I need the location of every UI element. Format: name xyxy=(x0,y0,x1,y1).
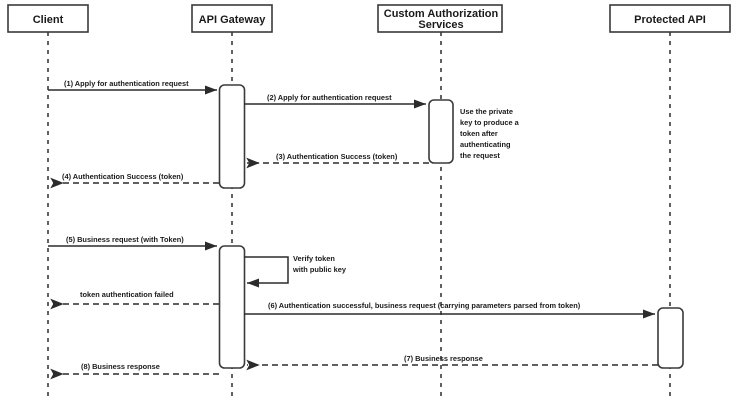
participant-label-custom-auth-line1: Custom Authorization xyxy=(384,8,499,20)
lifelines-layer xyxy=(47,32,671,398)
message-2[interactable]: (2) Apply for authentication request xyxy=(244,93,426,109)
message-8-label: (8) Business response xyxy=(81,362,160,371)
participant-box-protected-api[interactable] xyxy=(609,4,731,33)
self-message-verify-token-arrow xyxy=(244,256,289,288)
note-private-key-line3: token after xyxy=(460,129,498,138)
note-private-key-line2: key to produce a xyxy=(460,118,520,127)
message-5[interactable]: (5) Business request (with Token) xyxy=(48,235,217,251)
note-private-key: Use the private key to produce a token a… xyxy=(460,107,520,160)
message-2-label: (2) Apply for authentication request xyxy=(267,93,392,102)
note-private-key-line4: authenticating xyxy=(460,140,511,149)
message-5-label: (5) Business request (with Token) xyxy=(66,235,184,244)
message-4-label: (4) Authentication Success (token) xyxy=(62,172,184,181)
participant-label-client: Client xyxy=(33,14,64,26)
participant-api-gateway[interactable]: API Gateway xyxy=(191,4,273,33)
activation-bar-protected-api-1 xyxy=(657,307,684,369)
note-private-key-line5: the request xyxy=(460,151,500,160)
message-token-authentication-failed-label: token authentication failed xyxy=(80,290,174,299)
message-token-authentication-failed[interactable]: token authentication failed xyxy=(50,290,219,310)
participant-label-api-gateway: API Gateway xyxy=(199,14,267,26)
message-7[interactable]: (7) Business response xyxy=(246,354,658,371)
participant-protected-api[interactable]: Protected API xyxy=(609,4,731,33)
message-1-label: (1) Apply for authentication request xyxy=(64,79,189,88)
activation-bar-custom-auth-1 xyxy=(428,99,454,164)
participant-label-custom-auth-line2: Services xyxy=(418,19,463,31)
self-message-verify-token-label-line1: Verify token xyxy=(293,254,335,263)
activations-layer xyxy=(218,84,684,369)
activation-bar-api-gateway-1 xyxy=(218,84,246,189)
message-7-label: (7) Business response xyxy=(404,354,483,363)
activation-bar-api-gateway-2 xyxy=(218,245,246,369)
participant-box-custom-auth[interactable] xyxy=(377,4,503,33)
self-message-verify-token[interactable]: Verify token with public key xyxy=(244,254,347,288)
participant-box-api-gateway[interactable] xyxy=(191,4,273,33)
message-6-label: (6) Authentication successful, business … xyxy=(268,301,581,310)
participant-custom-auth[interactable]: Custom Authorization Services xyxy=(377,4,503,33)
message-3[interactable]: (3) Authentication Success (token) xyxy=(246,152,429,169)
message-6[interactable]: (6) Authentication successful, business … xyxy=(244,301,655,319)
message-3-label: (3) Authentication Success (token) xyxy=(276,152,398,161)
self-message-verify-token-label-line2: with public key xyxy=(292,265,347,274)
participant-box-client[interactable] xyxy=(7,4,89,33)
message-1[interactable]: (1) Apply for authentication request xyxy=(48,79,217,95)
participant-label-protected-api: Protected API xyxy=(634,14,706,26)
note-private-key-line1: Use the private xyxy=(460,107,513,116)
message-8[interactable]: (8) Business response xyxy=(50,362,219,380)
message-4[interactable]: (4) Authentication Success (token) xyxy=(50,172,219,189)
participant-client[interactable]: Client xyxy=(7,4,89,33)
